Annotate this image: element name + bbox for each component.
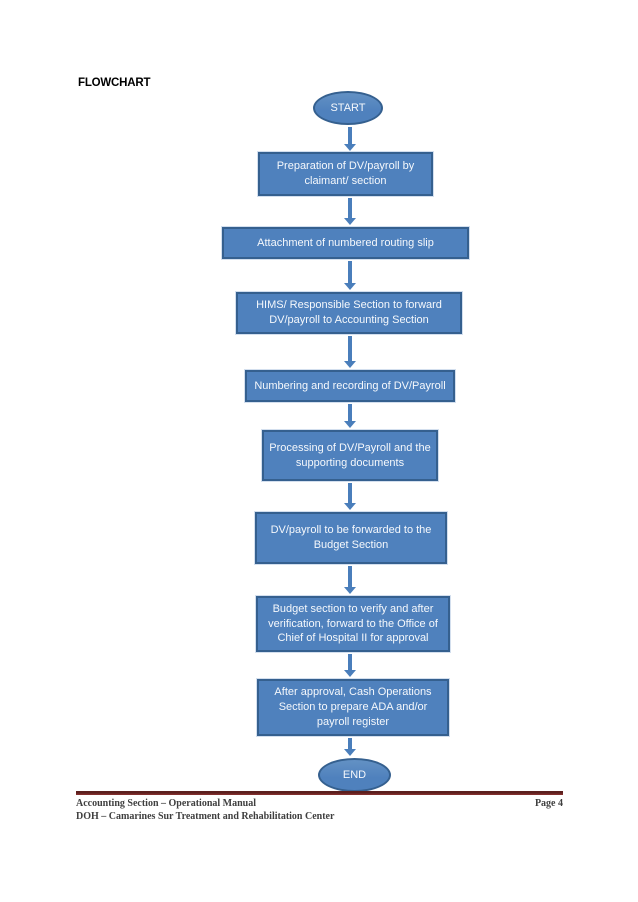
flow-step-5: Processing of DV/Payroll and the support… <box>262 430 438 481</box>
flow-arrow-icon <box>344 483 356 510</box>
end-node-label: END <box>342 768 367 781</box>
end-node: END <box>318 758 391 792</box>
flow-step-7: Budget section to verify and after verif… <box>256 596 450 652</box>
flow-arrow-icon <box>344 261 356 290</box>
flow-step-2: Attachment of numbered routing slip <box>222 227 469 259</box>
flow-step-8: After approval, Cash Operations Section … <box>257 679 449 736</box>
flow-arrow-icon <box>344 654 356 677</box>
flow-step-3-label: HIMS/ Responsible Section to forward DV/… <box>256 299 442 326</box>
footer-row: Accounting Section – Operational Manual … <box>76 798 563 809</box>
flow-step-6-label: DV/payroll to be forwarded to the Budget… <box>270 524 432 551</box>
flow-arrow-icon <box>344 566 356 594</box>
flow-arrow-icon <box>344 127 356 151</box>
start-node: START <box>313 91 383 125</box>
flow-arrow-icon <box>344 198 356 225</box>
flow-step-3: HIMS/ Responsible Section to forward DV/… <box>236 292 462 334</box>
flow-step-8-label: After approval, Cash Operations Section … <box>274 686 432 728</box>
flow-step-2-label: Attachment of numbered routing slip <box>257 236 434 249</box>
footer-manual-title: Accounting Section – Operational Manual <box>76 798 257 809</box>
flow-step-1-label: Preparation of DV/payroll by claimant/ s… <box>276 160 415 187</box>
page-title: FLOWCHART <box>78 77 151 89</box>
footer-rule <box>76 791 563 795</box>
footer-page-number: Page 4 <box>534 798 563 809</box>
flow-arrow-icon <box>344 738 356 756</box>
footer-organization: DOH – Camarines Sur Treatment and Rehabi… <box>76 811 335 822</box>
flow-step-4: Numbering and recording of DV/Payroll <box>245 370 455 402</box>
flow-step-5-label: Processing of DV/Payroll and the support… <box>269 441 431 469</box>
start-node-label: START <box>330 101 366 114</box>
flow-arrow-icon <box>344 336 356 368</box>
flow-arrow-icon <box>344 404 356 428</box>
flow-step-7-label: Budget section to verify and after verif… <box>268 602 438 645</box>
flow-step-6: DV/payroll to be forwarded to the Budget… <box>255 512 447 564</box>
flow-step-1: Preparation of DV/payroll by claimant/ s… <box>258 152 433 196</box>
flow-step-4-label: Numbering and recording of DV/Payroll <box>254 379 446 392</box>
